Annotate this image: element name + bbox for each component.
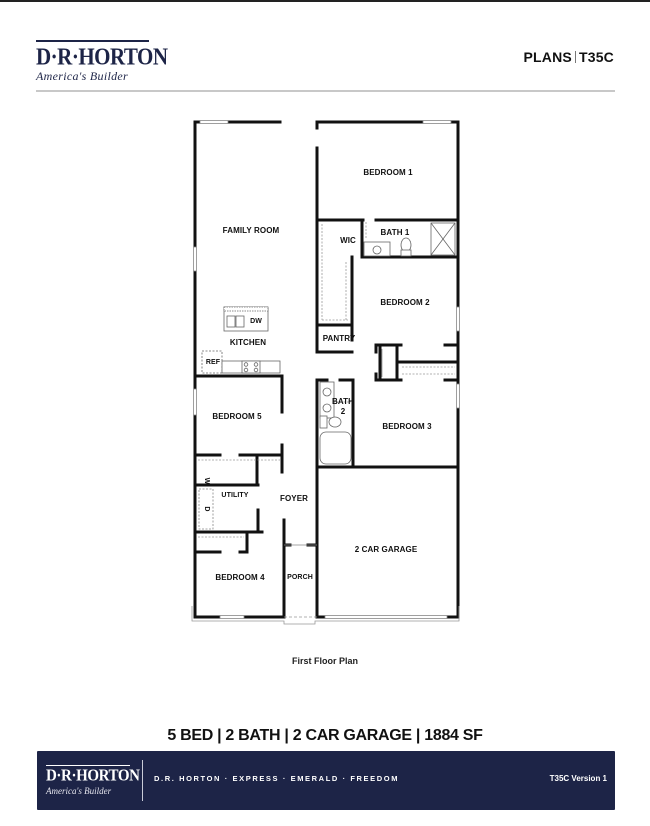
bath-2-line-1: BATH (331, 397, 355, 406)
logo-brand: D·R·HORTON (36, 42, 168, 71)
top-border (0, 0, 650, 2)
header-divider (36, 90, 615, 92)
room-bedroom-3: BEDROOM 3 (382, 422, 432, 431)
title-separator (574, 51, 576, 63)
plan-code: T35C (578, 49, 614, 65)
fixture-dryer: D (203, 506, 210, 512)
room-garage: 2 CAR GARAGE (354, 545, 418, 554)
room-bath-1: BATH 1 (380, 228, 410, 237)
footer-banner: D·R·HORTON America's Builder D.R. HORTON… (37, 751, 615, 810)
footer-logo-bar (46, 765, 130, 766)
fixture-refrigerator: REF (205, 359, 221, 366)
room-bath-2: BATH 2 (332, 397, 354, 417)
plan-specs: 5 BED | 2 BATH | 2 CAR GARAGE | 1884 SF (167, 727, 483, 744)
footer-logo-tagline: America's Builder (46, 786, 112, 796)
footer-version: T35C Version 1 (549, 774, 607, 783)
floor-plan-caption: First Floor Plan (291, 656, 358, 666)
floor-plan-drawing (191, 120, 460, 625)
room-utility: UTILITY (221, 492, 249, 499)
room-foyer: FOYER (279, 494, 309, 503)
plans-title: PLANS T35C (524, 49, 615, 65)
bath-2-line-2: 2 (340, 407, 346, 416)
room-bedroom-4: BEDROOM 4 (215, 573, 265, 582)
room-wic: WIC (340, 236, 356, 245)
room-porch: PORCH (287, 574, 313, 581)
room-pantry: PANTRY (322, 334, 356, 343)
room-bedroom-1: BEDROOM 1 (363, 168, 413, 177)
logo-tagline: America's Builder (36, 69, 128, 83)
room-kitchen: KITCHEN (229, 338, 267, 347)
floor-plan: FAMILY ROOM BEDROOM 1 WIC BATH 1 BEDROOM… (180, 112, 470, 632)
room-family-room: FAMILY ROOM (222, 226, 280, 235)
dr-horton-logo: D·R·HORTON America's Builder (36, 40, 168, 84)
fixture-dishwasher: DW (250, 318, 262, 325)
footer-divider (142, 760, 143, 801)
logo-bar (36, 40, 149, 42)
footer-logo-brand: D·R·HORTON (46, 766, 140, 786)
room-bedroom-5: BEDROOM 5 (212, 412, 262, 421)
footer-collections: D.R. HORTON · EXPRESS · EMERALD · FREEDO… (154, 774, 400, 783)
footer-logo: D·R·HORTON America's Builder (46, 765, 140, 796)
fixture-washer: W (203, 477, 210, 485)
plans-label: PLANS (523, 49, 572, 65)
room-bedroom-2: BEDROOM 2 (380, 298, 430, 307)
